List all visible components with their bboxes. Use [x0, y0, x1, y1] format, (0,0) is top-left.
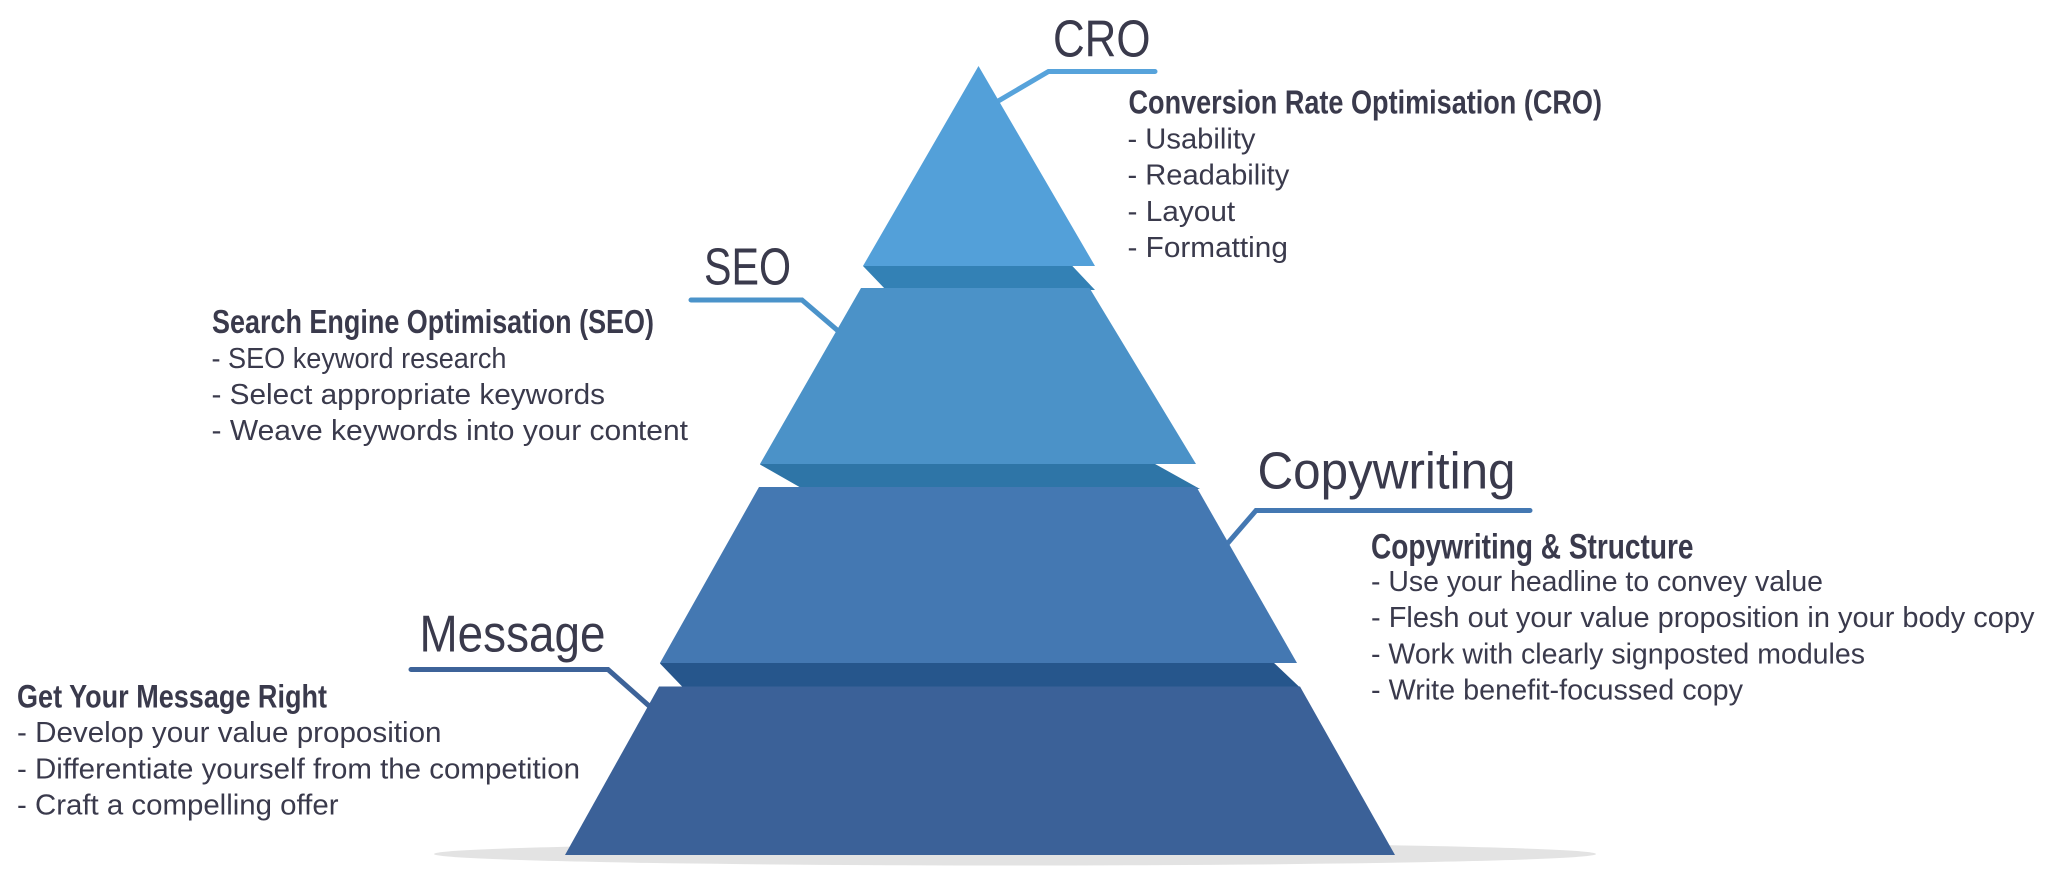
svg-text:- Flesh out your value proposi: - Flesh out your value proposition in yo…: [1371, 602, 2035, 634]
svg-text:- Develop your value propositi: - Develop your value proposition: [17, 717, 442, 749]
svg-text:Search Engine Optimisation (SE: Search Engine Optimisation (SEO): [212, 303, 654, 340]
svg-text:Message: Message: [420, 606, 606, 664]
svg-text:- Write benefit-focussed copy: - Write benefit-focussed copy: [1371, 675, 1744, 707]
svg-text:- Use your headline to convey: - Use your headline to convey value: [1371, 566, 1823, 598]
svg-text:Copywriting: Copywriting: [1258, 443, 1516, 501]
svg-text:- Readability: - Readability: [1128, 160, 1291, 192]
svg-text:SEO: SEO: [704, 239, 791, 297]
svg-text:- Usability: - Usability: [1128, 123, 1257, 155]
svg-text:- Craft a compelling offer: - Craft a compelling offer: [17, 790, 339, 822]
svg-text:Copywriting & Structure: Copywriting & Structure: [1371, 528, 1694, 567]
svg-text:- Layout: - Layout: [1128, 196, 1236, 228]
svg-text:- Differentiate yourself from: - Differentiate yourself from the compet…: [17, 753, 580, 785]
svg-text:- Formatting: - Formatting: [1128, 232, 1288, 264]
svg-text:Conversion Rate Optimisation (: Conversion Rate Optimisation (CRO): [1129, 84, 1603, 121]
svg-text:CRO: CRO: [1053, 11, 1151, 69]
svg-text:- Select appropriate keywords: - Select appropriate keywords: [212, 379, 606, 411]
svg-text:- SEO keyword research: - SEO keyword research: [212, 343, 507, 375]
svg-text:- Work with clearly signposted: - Work with clearly signposted modules: [1371, 638, 1865, 670]
svg-text:- Weave keywords into your con: - Weave keywords into your content: [212, 415, 689, 447]
svg-text:Get Your Message Right: Get Your Message Right: [17, 679, 327, 715]
